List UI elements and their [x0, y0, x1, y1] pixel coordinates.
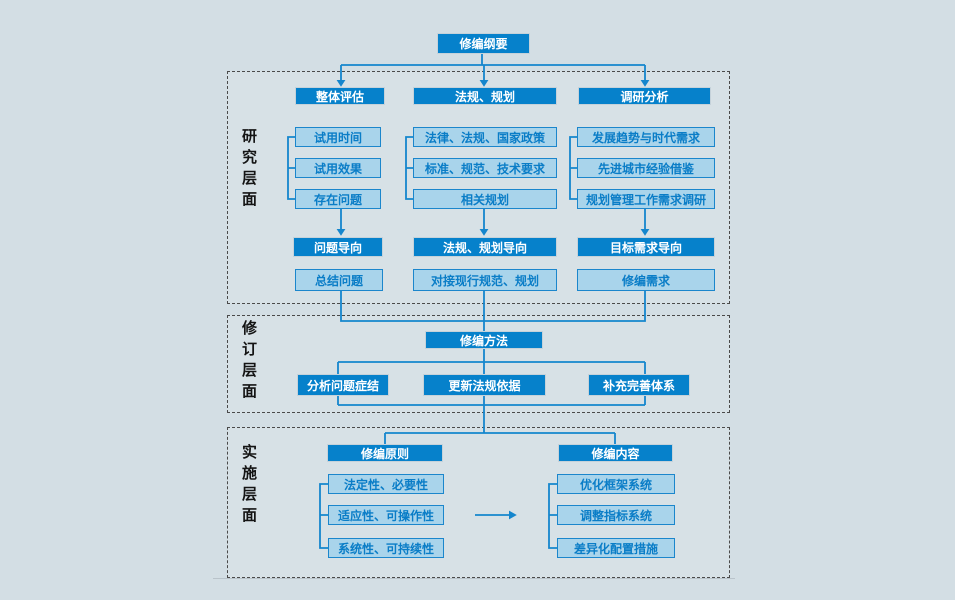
orientation-box: 目标需求导向 [577, 237, 715, 257]
arrowhead-icon [336, 80, 346, 87]
research-col1-bracket [287, 136, 295, 200]
research-item: 标准、规范、技术要求 [413, 158, 557, 178]
bottom-divider [213, 578, 735, 579]
arrowhead-icon [640, 80, 650, 87]
research-item: 试用效果 [295, 158, 381, 178]
research-col3-header: 调研分析 [578, 87, 711, 105]
result-box: 修编需求 [577, 269, 715, 291]
research-col2-header: 法规、规划 [413, 87, 557, 105]
section-label-implementation: 实施层面 [240, 444, 257, 528]
section-research-frame [227, 71, 730, 304]
principle-header: 修编原则 [327, 444, 443, 462]
research-item: 试用时间 [295, 127, 381, 147]
research-col1-header: 整体评估 [295, 87, 385, 105]
content-item: 优化框架系统 [557, 474, 675, 494]
result-box: 对接现行规范、规划 [413, 269, 557, 291]
research-item: 存在问题 [295, 189, 381, 209]
content-bracket [548, 483, 557, 549]
principle-item: 系统性、可持续性 [328, 538, 444, 558]
research-col2-bracket [405, 136, 413, 200]
root-branch-line [340, 54, 646, 80]
research-item: 规划管理工作需求调研 [577, 189, 715, 209]
arrowhead-icon [640, 229, 650, 236]
principle-bracket [319, 483, 328, 549]
revision-item: 分析问题症结 [297, 374, 389, 396]
result-box: 总结问题 [295, 269, 383, 291]
research-item: 相关规划 [413, 189, 557, 209]
method-box: 修编方法 [425, 331, 543, 349]
content-item: 调整指标系统 [557, 505, 675, 525]
root-box: 修编纲要 [437, 33, 530, 54]
research-item: 法律、法规、国家政策 [413, 127, 557, 147]
principle-item: 法定性、必要性 [328, 474, 444, 494]
arrowhead-icon [479, 80, 489, 87]
revision-item: 更新法规依据 [423, 374, 546, 396]
arrowhead-icon [479, 229, 489, 236]
orientation-box: 法规、规划导向 [413, 237, 557, 257]
research-col3-bracket [569, 136, 577, 200]
merge-line [340, 291, 646, 331]
arrowhead-icon [509, 510, 517, 520]
principle-item: 适应性、可操作性 [328, 505, 444, 525]
content-header: 修编内容 [558, 444, 673, 462]
content-item: 差异化配置措施 [557, 538, 675, 558]
research-item: 发展趋势与时代需求 [577, 127, 715, 147]
research-item: 先进城市经验借鉴 [577, 158, 715, 178]
revision-item: 补充完善体系 [588, 374, 690, 396]
section-label-research: 研究层面 [240, 128, 257, 212]
section-label-revision: 修订层面 [240, 320, 257, 404]
implementation-split-line [384, 432, 616, 444]
arrowhead-icon [336, 229, 346, 236]
orientation-arrows-lines [340, 209, 646, 229]
orientation-box: 问题导向 [293, 237, 383, 257]
